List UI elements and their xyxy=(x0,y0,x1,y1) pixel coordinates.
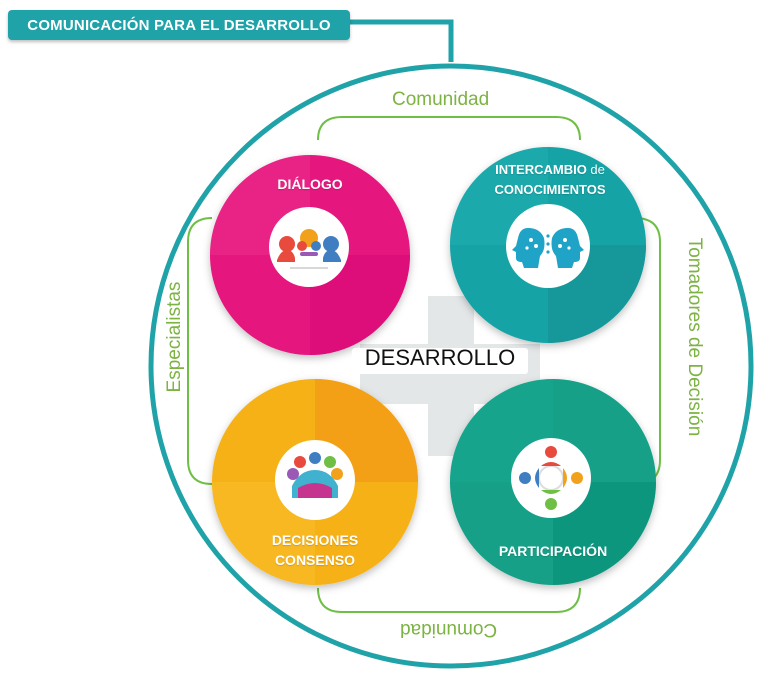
edge-label-left: Especialistas xyxy=(164,281,185,393)
connector-left xyxy=(187,217,213,485)
label-decisiones: DECISIONES CONSENSO xyxy=(255,530,375,570)
label-intercambio-light: de xyxy=(586,162,605,177)
title-connector-line xyxy=(350,19,454,62)
label-dialogo-text: DIÁLOGO xyxy=(277,176,343,192)
knowledge-exchange-heads-icon xyxy=(512,228,584,268)
participation-circle-people-icon xyxy=(519,446,583,510)
connector-top xyxy=(317,116,581,141)
group-consensus-icon xyxy=(287,452,343,498)
edge-label-top: Comunidad xyxy=(392,89,490,110)
title-banner: COMUNICACIÓN PARA EL DESARROLLO xyxy=(8,10,350,40)
label-participacion-text: PARTICIPACIÓN xyxy=(498,543,608,559)
label-decisiones-line2: CONSENSO xyxy=(274,552,356,568)
label-decisiones-line1: DECISIONES xyxy=(271,532,359,548)
label-dialogo: DIÁLOGO xyxy=(250,174,370,194)
label-intercambio-bold: INTERCAMBIO xyxy=(495,162,587,177)
label-participacion: PARTICIPACIÓN xyxy=(478,541,628,561)
label-intercambio-bold-2: CONOCIMIENTOS xyxy=(494,182,606,197)
edge-label-bottom: Comunidad xyxy=(400,619,498,640)
center-label: DESARROLLO xyxy=(364,345,516,370)
connector-bottom xyxy=(317,587,581,613)
dialogue-people-icon xyxy=(277,229,341,269)
center-label-background xyxy=(352,348,528,374)
edge-label-right: Tomadores de Decisión xyxy=(684,237,705,437)
page-title: COMUNICACIÓN PARA EL DESARROLLO xyxy=(27,16,331,34)
label-intercambio: INTERCAMBIO de CONOCIMIENTOS xyxy=(470,160,630,200)
